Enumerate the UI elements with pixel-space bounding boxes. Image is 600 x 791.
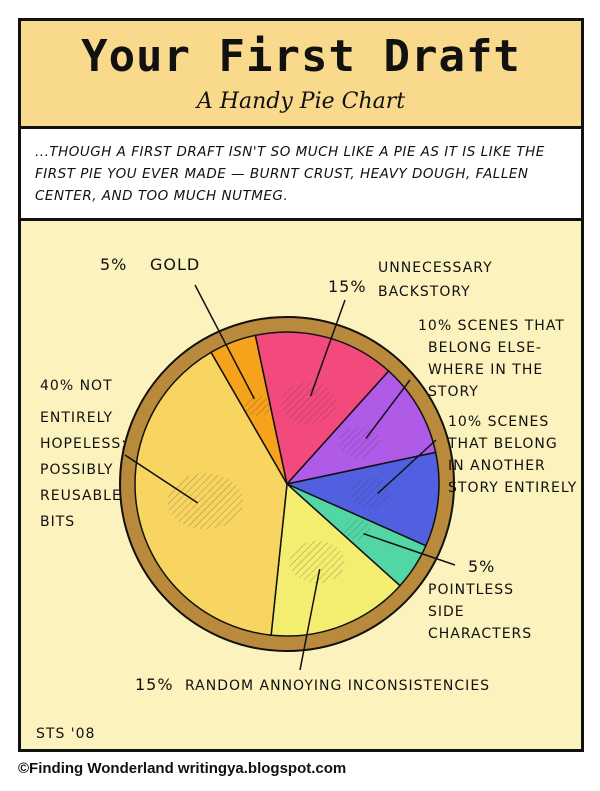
label-backstory-1: UNNECESSARY [378, 260, 493, 276]
slice-shading-4 [343, 519, 371, 540]
label-inconsistencies: RANDOM ANNOYING INCONSISTENCIES [185, 678, 490, 694]
label-reusable-2: ENTIRELY [40, 410, 113, 426]
slice-shading-1 [281, 382, 337, 425]
label-side-characters-pct: 5% [468, 557, 495, 576]
leader-line-4 [363, 532, 456, 566]
label-reusable-1: 40% NOT [40, 378, 113, 394]
label-scenes-another-2: THAT BELONG [447, 436, 558, 452]
label-reusable-pct: 40% [40, 378, 74, 394]
label-side-characters-3: CHARACTERS [428, 626, 532, 642]
label-scenes-elsewhere-2: BELONG ELSE- [428, 340, 542, 356]
slice-shading-6 [167, 473, 244, 530]
caption: ...THOUGH A FIRST DRAFT ISN'T SO MUCH LI… [21, 129, 581, 221]
slice-shading-0 [243, 395, 271, 417]
leader-line-3 [377, 439, 437, 495]
label-scenes-elsewhere-1: 10% SCENES THAT [418, 318, 565, 334]
footer-credit: ©Finding Wonderland writingya.blogspot.c… [18, 760, 347, 777]
chart-title: Your First Draft [81, 31, 521, 82]
chart-subtitle: A Handy Pie Chart [196, 89, 406, 114]
leader-line-2 [365, 379, 411, 439]
label-side-characters-2: SIDE [428, 604, 465, 620]
label-scenes-another-1: 10% SCENES [448, 414, 549, 430]
slice-shading-2 [338, 426, 380, 459]
slice-shading-5 [289, 540, 345, 584]
label-backstory-pct: 15% [328, 277, 367, 296]
label-reusable-4: POSSIBLY [40, 462, 113, 478]
label-side-characters-1: POINTLESS [428, 582, 514, 598]
label-reusable-3: HOPELESS; [40, 436, 127, 452]
label-gold-pct: 5% [100, 255, 127, 274]
label-inconsistencies-pct: 15% [135, 675, 174, 694]
label-scenes-elsewhere-4: STORY [428, 384, 479, 400]
label-scenes-elsewhere-3: WHERE IN THE [428, 362, 543, 378]
leader-line-0 [194, 284, 255, 400]
slice-shading-3 [349, 476, 391, 509]
label-reusable-6: BITS [40, 514, 75, 530]
label-scenes-another-3: IN ANOTHER [448, 458, 546, 474]
label-backstory-2: BACKSTORY [378, 284, 471, 300]
label-gold: GOLD [150, 255, 200, 274]
label-scenes-another-pct: 10% [448, 414, 482, 430]
leader-line-5 [299, 568, 321, 671]
leader-line-6 [124, 454, 199, 504]
label-scenes-another-4: STORY ENTIRELY [448, 480, 577, 496]
label-scenes-elsewhere-pct: 10% [418, 318, 452, 334]
label-reusable-5: REUSABLE [40, 488, 122, 504]
title-band: Your First Draft A Handy Pie Chart [21, 21, 581, 129]
signature: STS '08 [36, 726, 95, 742]
leader-line-1 [309, 299, 346, 397]
